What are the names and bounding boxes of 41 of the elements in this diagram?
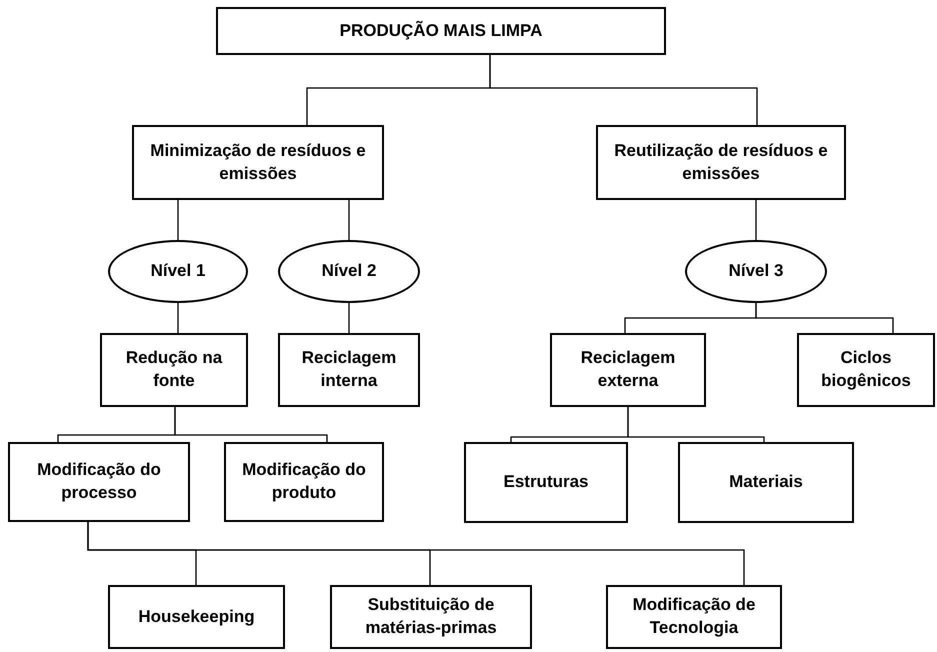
- process-box: [550, 333, 706, 407]
- node-label: Reciclagem interna: [300, 347, 398, 392]
- node-label: Materiais: [729, 471, 803, 494]
- process-box: [216, 7, 666, 55]
- node-label: Housekeeping: [138, 606, 255, 628]
- process-box: [596, 125, 846, 200]
- connector-line: [627, 407, 765, 442]
- node-label: Reutilização de resíduos e emissões: [613, 140, 829, 184]
- node-label: Reciclagem externa: [580, 347, 676, 392]
- node-label: Estruturas: [503, 471, 589, 494]
- connector-line: [755, 200, 757, 240]
- process-box: [100, 333, 248, 407]
- node-label: Modificação do produto: [241, 459, 367, 504]
- node-label: Nível 3: [728, 260, 784, 282]
- process-box: [464, 442, 628, 523]
- process-box: [132, 125, 384, 200]
- process-box: [224, 442, 384, 522]
- node-label: Ciclos biogênicos: [820, 347, 912, 392]
- process-box: [797, 333, 935, 407]
- node-label: Substituição de matérias-primas: [364, 594, 498, 639]
- connector-line: [177, 200, 179, 240]
- connector-line: [174, 407, 328, 442]
- process-box: [606, 585, 782, 649]
- process-box: [678, 442, 854, 523]
- node-label: PRODUÇÃO MAIS LIMPA: [340, 20, 542, 42]
- node-label: Nível 1: [150, 260, 206, 282]
- process-box: [108, 585, 285, 649]
- node-label: Minimização de resíduos e emissões: [149, 140, 367, 184]
- node-label: Nível 2: [322, 260, 376, 282]
- connector-line: [489, 55, 758, 125]
- node-label: Redução na fonte: [124, 347, 224, 392]
- node-label: Modificação de Tecnologia: [632, 594, 756, 639]
- process-box: [8, 442, 190, 522]
- connector-line: [177, 303, 179, 333]
- node-label: Modificação do processo: [36, 459, 162, 504]
- process-box: [278, 333, 420, 407]
- connector-line: [348, 303, 350, 333]
- connector-line: [87, 522, 745, 585]
- process-box: [330, 585, 532, 649]
- connector-line: [348, 200, 350, 240]
- connector-line: [755, 303, 894, 333]
